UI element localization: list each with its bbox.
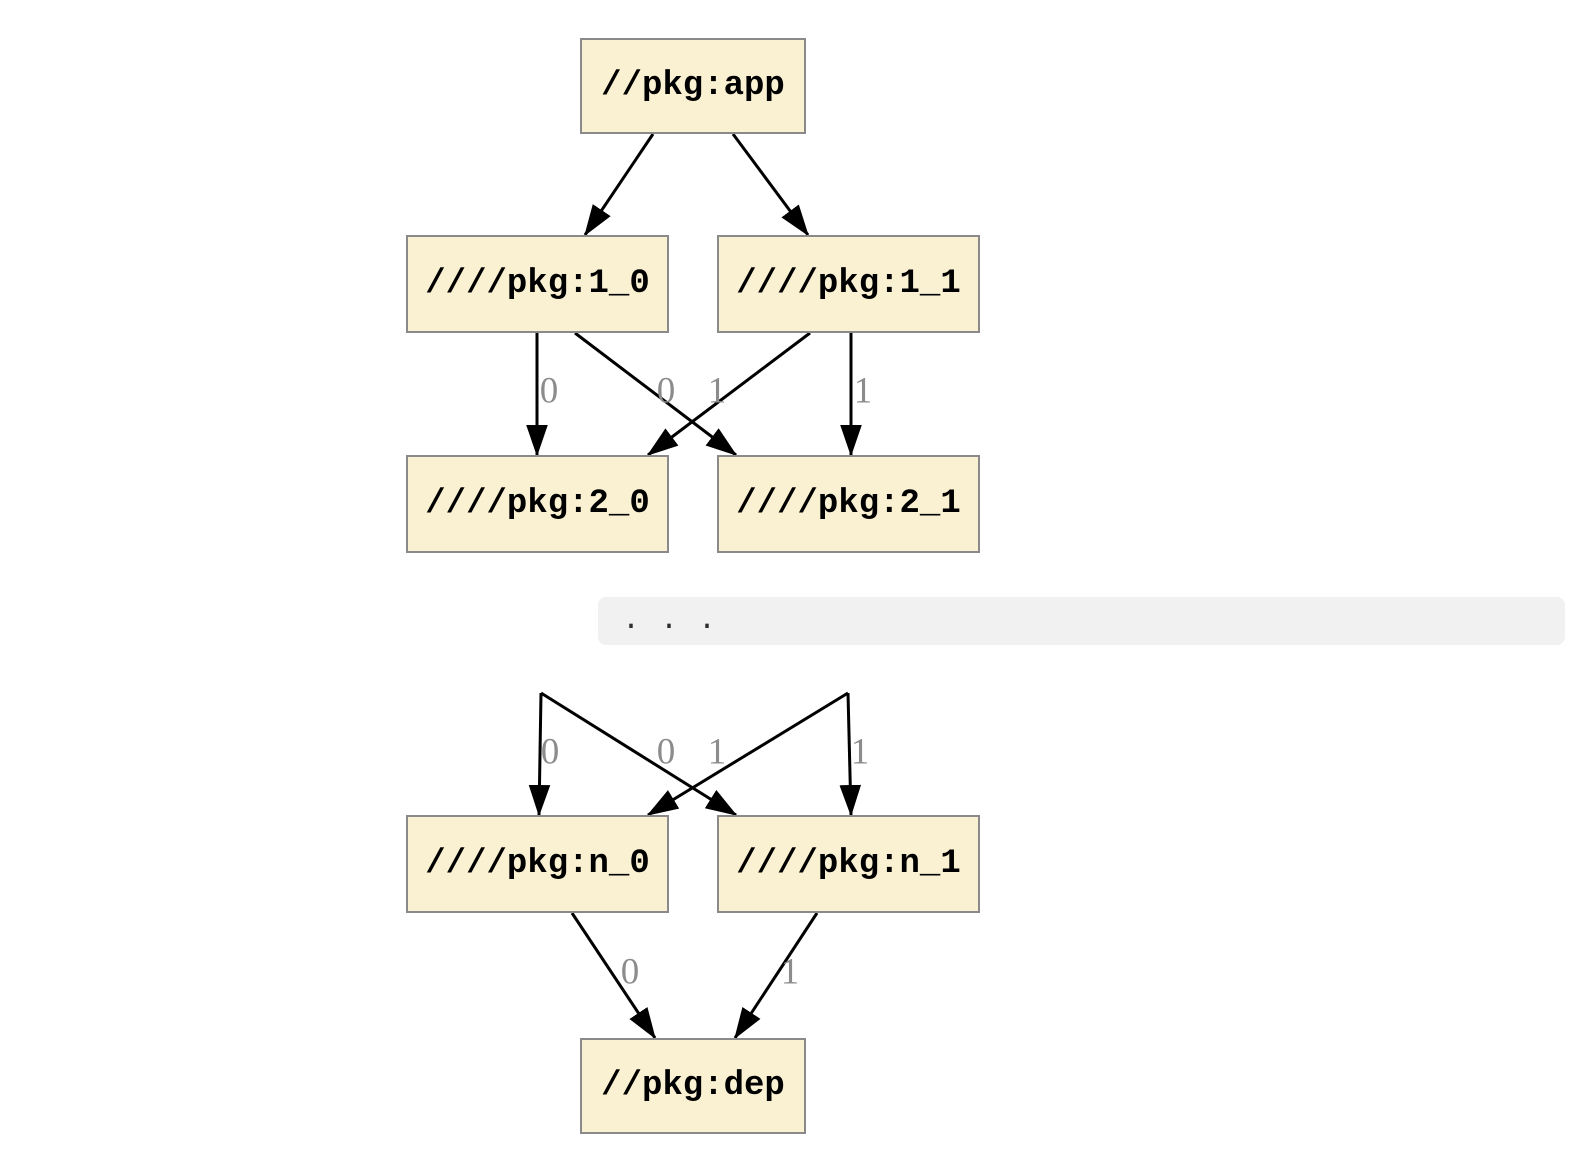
edge-label-n_0-to-dep: 0 xyxy=(621,952,640,993)
graph-edge-ellipsis-to-n_0 xyxy=(528,692,551,817)
edge-label-ellipsis-to-n_1: 1 xyxy=(708,732,727,773)
graph-edge-n_0-to-dep xyxy=(570,912,657,1040)
ellipsis-code-bar: . . . xyxy=(598,597,1565,645)
edge-label-1_0-to-2_1: 1 xyxy=(708,371,727,412)
graph-edge-app-to-1_0 xyxy=(583,133,655,237)
graph-node-label: //pkg:dep xyxy=(601,1067,785,1105)
graph-edge-1_0-to-2_1 xyxy=(574,331,738,457)
edge-label-n_1-to-dep: 1 xyxy=(781,952,800,993)
graph-edge-1_1-to-2_0 xyxy=(646,331,811,457)
graph-node-label: ////pkg:2_0 xyxy=(425,485,650,523)
graph-node-n_0: ////pkg:n_0 xyxy=(406,815,669,913)
graph-node-label: ////pkg:1_1 xyxy=(736,265,961,303)
graph-node-app: //pkg:app xyxy=(580,38,806,134)
edge-label-1_1-to-2_1: 1 xyxy=(854,371,873,412)
edge-label-ellipsis-to-n_0: 0 xyxy=(541,732,560,773)
graph-node-label: ////pkg:2_1 xyxy=(736,485,961,523)
graph-node-n_1: ////pkg:n_1 xyxy=(717,815,980,913)
graph-node-label: //pkg:app xyxy=(601,67,785,105)
graph-node-1_0: ////pkg:1_0 xyxy=(406,235,669,333)
graph-node-2_0: ////pkg:2_0 xyxy=(406,455,669,553)
graph-edge-app-to-1_1 xyxy=(731,133,810,237)
graph-node-label: ////pkg:1_0 xyxy=(425,265,650,303)
graph-edge-ellipsis-to-n_1 xyxy=(839,692,862,817)
graph-node-2_1: ////pkg:2_1 xyxy=(717,455,980,553)
graph-edge-n_1-to-dep xyxy=(733,912,819,1040)
edge-label-ellipsis-to-n_1: 1 xyxy=(851,732,870,773)
graph-node-dep: //pkg:dep xyxy=(580,1038,806,1134)
ellipsis-text: . . . xyxy=(622,604,718,638)
graph-edge-ellipsis-to-n_0 xyxy=(646,691,849,817)
graph-node-label: ////pkg:n_1 xyxy=(736,845,961,883)
edge-label-1_1-to-2_0: 0 xyxy=(657,371,676,412)
edge-label-ellipsis-to-n_0: 0 xyxy=(657,732,676,773)
graph-edge-ellipsis-to-n_1 xyxy=(540,691,738,817)
edge-label-1_0-to-2_0: 0 xyxy=(540,371,559,412)
graph-node-label: ////pkg:n_0 xyxy=(425,845,650,883)
graph-node-1_1: ////pkg:1_1 xyxy=(717,235,980,333)
